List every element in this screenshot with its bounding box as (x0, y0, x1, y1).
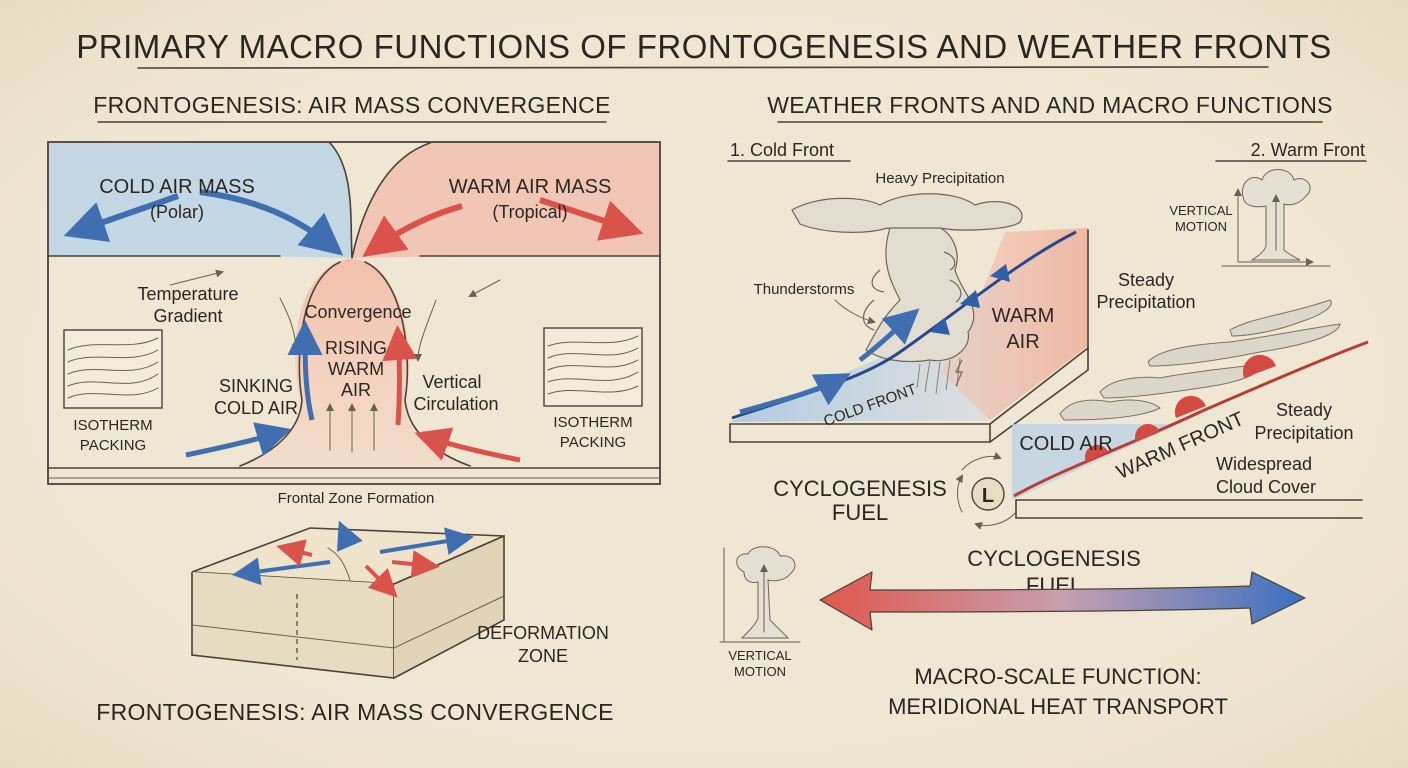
thunderstorm-pointer (834, 299, 876, 325)
deformation-label-1: DEFORMATION (477, 623, 609, 643)
cyclogenesis-center-1: CYCLOGENESIS (967, 546, 1141, 571)
temperature-gradient-label-1: Temperature (137, 284, 238, 304)
title-underline (137, 66, 1269, 69)
deformation-arrow-1 (232, 557, 331, 586)
page-title: PRIMARY MACRO FUNCTIONS OF FRONTOGENESIS… (76, 28, 1331, 65)
cold-air-mass-region (49, 143, 352, 258)
convergence-trunk (240, 258, 470, 466)
cold-inflow-arrow (199, 189, 344, 256)
steady-precip-right-1: Steady (1276, 400, 1332, 420)
deformation-arrow-2 (276, 539, 313, 567)
vertical-motion-mini-top (1221, 169, 1331, 267)
vertical-motion-top-1: VERTICAL (1169, 203, 1232, 218)
temperature-gradient-label-2: Gradient (153, 306, 222, 326)
cold-air-push-arrow-1 (739, 373, 851, 415)
stratus-clouds (1059, 299, 1341, 421)
deformation-arrow-3 (337, 520, 363, 552)
low-pressure-symbol (955, 452, 1017, 530)
rising-label-2: WARM (328, 359, 384, 379)
steady-precip-top-2: Precipitation (1096, 292, 1195, 312)
cold-air-mass-sub: (Polar) (150, 202, 204, 222)
warm-outflow-arrow (539, 197, 644, 241)
warm-air-mass-label: WARM AIR MASS (449, 176, 612, 198)
cold-rising-arrow (287, 320, 323, 421)
warm-air-label-2: AIR (1006, 331, 1039, 353)
cold-outflow-arrow (63, 193, 179, 242)
warm-air-boundary (351, 142, 431, 259)
cold-air-label: COLD AIR (1019, 433, 1112, 455)
sinking-label-2: COLD AIR (214, 398, 298, 418)
macro-label-1: MACRO-SCALE FUNCTION: (914, 664, 1201, 689)
sinking-label-1: SINKING (219, 376, 293, 396)
frontal-zone-label: Frontal Zone Formation (278, 490, 435, 507)
right-heading: WEATHER FRONTS AND AND MACRO FUNCTIONS (767, 92, 1333, 118)
deformation-arrow-4 (379, 527, 474, 556)
vertical-circulation-label-2: Circulation (413, 394, 498, 414)
left-heading: FRONTOGENESIS: AIR MASS CONVERGENCE (93, 92, 610, 118)
upper-right-thin-arrow (468, 279, 501, 297)
gradient-arrow (169, 269, 224, 286)
deformation-label-2: ZONE (518, 646, 568, 666)
cold-front-heading: 1. Cold Front (730, 140, 834, 160)
isotherm-box-right (543, 327, 643, 407)
warm-rising-arrow (382, 325, 418, 426)
lightning-icon (955, 359, 963, 387)
convergence-frame (47, 141, 661, 485)
isotherm-left-label-1: ISOTHERM (73, 417, 152, 434)
cold-front-triangles (930, 264, 1010, 335)
steady-precip-right-2: Precipitation (1254, 423, 1353, 443)
heat-transport-arrow (819, 571, 1306, 631)
rising-label-3: AIR (341, 380, 371, 400)
vertical-motion-mini-bottom (719, 546, 801, 643)
macro-label-2: MERIDIONAL HEAT TRANSPORT (888, 694, 1228, 719)
deformation-arrow-6 (391, 550, 440, 578)
isotherm-box-left (63, 329, 163, 409)
cold-air-mass-label: COLD AIR MASS (99, 176, 255, 198)
warm-front-line (1013, 340, 1369, 498)
sinking-cold-inflow-arrow (185, 422, 292, 458)
warm-front-semicircles (1084, 354, 1276, 462)
low-pressure-letter: L (982, 485, 994, 507)
vertical-motion-bottom-2: MOTION (734, 664, 786, 679)
deformation-arrow-5 (364, 564, 398, 598)
convergence-label: Convergence (304, 302, 411, 322)
cold-air-push-arrow-2 (858, 308, 920, 362)
warm-air-mass-region (352, 143, 659, 258)
warm-air-mass-sub: (Tropical) (492, 202, 567, 222)
rain-streaks (916, 357, 961, 395)
vertical-motion-top-2: MOTION (1175, 219, 1227, 234)
warm-front-block (1012, 424, 1363, 519)
left-footer: FRONTOGENESIS: AIR MASS CONVERGENCE (96, 699, 613, 725)
warm-front-heading: 2. Warm Front (1251, 140, 1365, 160)
warm-air-label-1: WARM (992, 305, 1055, 327)
isotherm-right-label-2: PACKING (560, 434, 626, 451)
steady-precip-top-1: Steady (1118, 270, 1174, 290)
cold-front-block (729, 228, 1089, 443)
widespread-label-1: Widespread (1216, 454, 1312, 474)
cyclogenesis-left-1: CYCLOGENESIS (773, 476, 947, 501)
vertical-motion-bottom-1: VERTICAL (728, 648, 791, 663)
heavy-precip-label: Heavy Precipitation (875, 170, 1004, 187)
cold-air-boundary (329, 142, 353, 259)
warm-inflow-arrow (362, 203, 463, 257)
widespread-label-2: Cloud Cover (1216, 477, 1316, 497)
vertical-circulation-label-1: Vertical (422, 372, 481, 392)
thunderstorms-label: Thunderstorms (754, 281, 855, 298)
warm-inflow-low-arrow (414, 427, 521, 463)
descending-thin-arrow (414, 299, 437, 362)
rising-label-1: RISING (325, 338, 387, 358)
isotherm-right-label-1: ISOTHERM (553, 414, 632, 431)
cyclogenesis-left-2: FUEL (832, 500, 888, 525)
isotherm-left-label-2: PACKING (80, 437, 146, 454)
